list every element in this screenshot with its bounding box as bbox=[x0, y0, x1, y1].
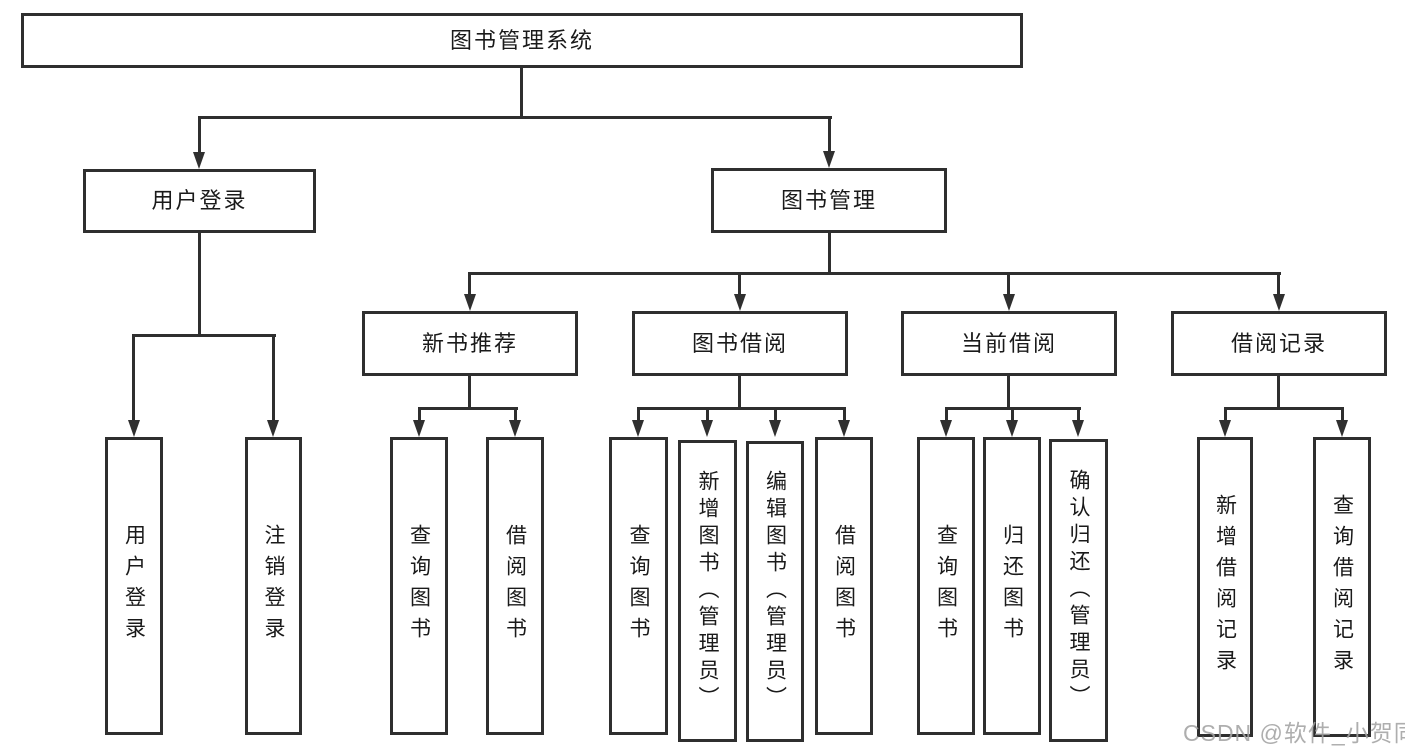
leaf-label: 新增借阅记录 bbox=[1213, 494, 1237, 680]
connector-line bbox=[1224, 407, 1227, 423]
connector-line bbox=[520, 66, 523, 119]
connector-line bbox=[468, 272, 471, 298]
connector-line bbox=[198, 116, 201, 156]
connector-line bbox=[1011, 407, 1014, 423]
leaf-edit-books-admin: 编辑图书（管理员） bbox=[746, 441, 804, 742]
connector-line bbox=[468, 376, 471, 410]
leaf-label: 借阅图书 bbox=[832, 524, 856, 648]
leaf-query-borrow-record: 查询借阅记录 bbox=[1313, 437, 1371, 737]
leaf-borrow-books-recommend: 借阅图书 bbox=[486, 437, 544, 735]
arrow-down-icon bbox=[509, 420, 521, 437]
leaf-label: 注销登录 bbox=[262, 524, 285, 648]
leaf-query-books-borrow: 查询图书 bbox=[609, 437, 668, 735]
arrow-down-icon bbox=[464, 294, 476, 311]
arrow-down-icon bbox=[1273, 294, 1285, 311]
node-new-book-recommend: 新书推荐 bbox=[362, 311, 578, 376]
arrow-down-icon bbox=[632, 420, 644, 437]
connector-line bbox=[738, 272, 741, 298]
leaf-confirm-return-admin: 确认归还（管理员） bbox=[1049, 439, 1108, 742]
connector-line bbox=[1341, 407, 1344, 423]
connector-line bbox=[199, 116, 832, 119]
leaf-label: 查询图书 bbox=[934, 524, 958, 648]
leaf-label: 借阅图书 bbox=[503, 524, 527, 648]
connector-line bbox=[1224, 407, 1344, 410]
arrow-down-icon bbox=[838, 420, 850, 437]
node-label: 图书管理 bbox=[780, 187, 877, 213]
leaf-label: 新增图书（管理员） bbox=[696, 469, 719, 713]
leaf-return-books: 归还图书 bbox=[983, 437, 1041, 735]
leaf-add-books-admin: 新增图书（管理员） bbox=[678, 440, 737, 742]
connector-line bbox=[133, 334, 276, 337]
node-label: 图书管理系统 bbox=[449, 27, 594, 53]
leaf-query-books-recommend: 查询图书 bbox=[390, 437, 448, 735]
node-root-system: 图书管理系统 bbox=[21, 13, 1023, 68]
node-label: 当前借阅 bbox=[960, 330, 1057, 356]
leaf-label: 归还图书 bbox=[1000, 524, 1024, 648]
arrow-down-icon bbox=[267, 420, 279, 437]
connector-line bbox=[1077, 407, 1080, 423]
leaf-borrow-books: 借阅图书 bbox=[815, 437, 873, 735]
csdn-watermark: CSDN @软件_小贺同学 bbox=[1183, 720, 1405, 746]
connector-line bbox=[1277, 376, 1280, 410]
node-book-borrow: 图书借阅 bbox=[632, 311, 848, 376]
connector-line bbox=[637, 407, 846, 410]
connector-line bbox=[828, 233, 831, 275]
connector-line bbox=[738, 376, 741, 410]
connector-line bbox=[198, 233, 201, 337]
leaf-query-books-current: 查询图书 bbox=[917, 437, 975, 735]
node-current-borrow: 当前借阅 bbox=[901, 311, 1117, 376]
connector-line bbox=[1007, 272, 1010, 298]
connector-line bbox=[1007, 376, 1010, 410]
arrow-down-icon bbox=[193, 152, 205, 169]
node-label: 用户登录 bbox=[151, 188, 248, 213]
node-label: 借阅记录 bbox=[1230, 330, 1327, 356]
arrow-down-icon bbox=[1336, 420, 1348, 437]
leaf-label: 查询借阅记录 bbox=[1330, 494, 1354, 680]
node-borrow-records: 借阅记录 bbox=[1171, 311, 1387, 376]
arrow-down-icon bbox=[1006, 420, 1018, 437]
leaf-label: 确认归还（管理员） bbox=[1067, 469, 1090, 712]
arrow-down-icon bbox=[701, 420, 713, 437]
node-label: 新书推荐 bbox=[421, 330, 518, 356]
leaf-add-borrow-record: 新增借阅记录 bbox=[1197, 437, 1253, 737]
connector-line bbox=[1277, 272, 1280, 298]
connector-line bbox=[706, 407, 709, 423]
connector-line bbox=[272, 334, 275, 422]
node-user-login: 用户登录 bbox=[83, 169, 316, 233]
arrow-down-icon bbox=[1219, 420, 1231, 437]
connector-line bbox=[774, 407, 777, 423]
node-label: 图书借阅 bbox=[691, 330, 788, 356]
arrow-down-icon bbox=[1003, 294, 1015, 311]
connector-line bbox=[514, 407, 517, 423]
arrow-down-icon bbox=[940, 420, 952, 437]
connector-line bbox=[843, 407, 846, 423]
arrow-down-icon bbox=[769, 420, 781, 437]
connector-line bbox=[418, 407, 518, 410]
leaf-label: 查询图书 bbox=[407, 524, 431, 648]
leaf-label: 编辑图书（管理员） bbox=[763, 470, 787, 713]
connector-line bbox=[945, 407, 948, 423]
leaf-user-login: 用户登录 bbox=[105, 437, 163, 735]
connector-line bbox=[469, 272, 1281, 275]
node-book-management: 图书管理 bbox=[711, 168, 947, 233]
leaf-label: 查询图书 bbox=[627, 524, 650, 648]
leaf-label: 用户登录 bbox=[122, 524, 146, 648]
arrow-down-icon bbox=[823, 151, 835, 168]
connector-line bbox=[828, 116, 831, 155]
connector-line bbox=[132, 334, 135, 422]
arrow-down-icon bbox=[413, 420, 425, 437]
arrow-down-icon bbox=[734, 294, 746, 311]
connector-line bbox=[637, 407, 640, 423]
arrow-down-icon bbox=[1072, 420, 1084, 437]
arrow-down-icon bbox=[128, 420, 140, 437]
connector-line bbox=[418, 407, 421, 423]
leaf-logout: 注销登录 bbox=[245, 437, 302, 735]
